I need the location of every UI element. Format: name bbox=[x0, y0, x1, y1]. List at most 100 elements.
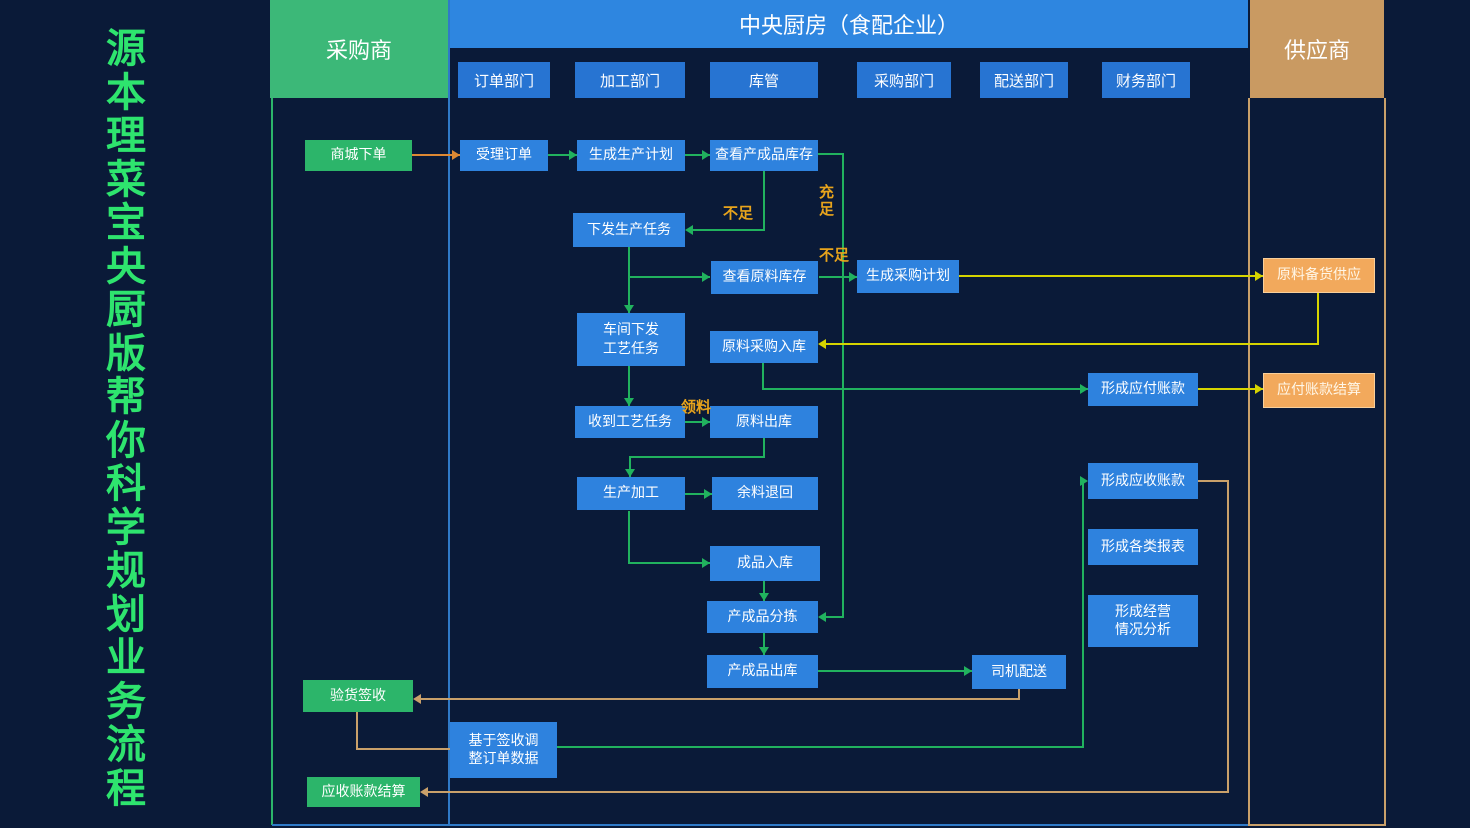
edge-sign-to-adjust bbox=[356, 712, 358, 750]
edge-checkmaterial-to-genpurchase bbox=[819, 276, 857, 278]
node-driver-delivery: 司机配送 bbox=[972, 655, 1066, 689]
edge-plan-to-checkfinished bbox=[685, 154, 710, 156]
edge-checkfinished-to-issuetask bbox=[763, 171, 765, 231]
edge-issuetask-to-workshop-arrow bbox=[624, 305, 634, 313]
node-finished-in: 成品入库 bbox=[710, 546, 820, 581]
edge-sorting-to-finishedout bbox=[763, 633, 765, 655]
edge-label-insufficient-top: 不足 bbox=[723, 204, 754, 222]
edge-finishedout-to-driver bbox=[818, 670, 972, 672]
node-workshop-issue-task: 车间下发 工艺任务 bbox=[577, 313, 685, 366]
central-kitchen-header: 中央厨房（食配企业） bbox=[450, 0, 1248, 48]
node-gen-purchase-plan: 生成采购计划 bbox=[857, 260, 959, 293]
edge-label-sufficient: 充 足 bbox=[819, 183, 835, 219]
node-accept-order: 受理订单 bbox=[460, 140, 548, 171]
dept-finance: 财务部门 bbox=[1102, 62, 1190, 98]
edge-purchasein-to-payable bbox=[762, 363, 764, 390]
node-goods-sign: 验货签收 bbox=[303, 680, 413, 712]
edge-workshop-to-receivetask bbox=[628, 366, 630, 406]
dept-order: 订单部门 bbox=[458, 62, 550, 98]
edge-payable-to-settlement bbox=[1198, 388, 1263, 390]
edge-checkfinished-to-issuetask bbox=[691, 229, 765, 231]
dept-purchasing: 采购部门 bbox=[857, 62, 951, 98]
node-material-stock-supply: 原料备货供应 bbox=[1263, 258, 1375, 293]
edge-driver-to-sign bbox=[421, 698, 1020, 700]
edge-adjust-to-receivable-arrow bbox=[1080, 476, 1088, 486]
edge-materialout-to-production-arrow bbox=[625, 469, 635, 477]
edge-purchasein-to-payable bbox=[762, 388, 1088, 390]
edge-checkfinished-to-sorting bbox=[826, 616, 844, 618]
node-check-material-inventory: 查看原料库存 bbox=[711, 261, 818, 294]
edge-issuetask-to-checkmaterial-arrow bbox=[702, 272, 710, 282]
edge-mall-to-accept bbox=[412, 154, 460, 156]
node-material-purchase-in: 原料采购入库 bbox=[710, 331, 818, 363]
edge-payable-to-settlement-arrow bbox=[1255, 384, 1263, 394]
edge-label-material-pickup: 领料 bbox=[681, 398, 712, 416]
node-issue-production-task: 下发生产任务 bbox=[573, 213, 685, 247]
edge-accept-to-plan bbox=[548, 154, 577, 156]
dept-delivery: 配送部门 bbox=[980, 62, 1068, 98]
edge-receivable-to-recsettlement bbox=[1227, 480, 1229, 793]
edge-supply-to-purchasein bbox=[1317, 291, 1319, 344]
edge-checkfinished-to-sorting bbox=[842, 153, 844, 618]
node-finished-out: 产成品出库 bbox=[707, 655, 818, 688]
node-gen-production-plan: 生成生产计划 bbox=[577, 140, 685, 171]
node-mall-order: 商城下单 bbox=[305, 140, 412, 171]
node-form-payable: 形成应付账款 bbox=[1088, 373, 1198, 406]
edge-label-insufficient-right: 不足 bbox=[819, 246, 850, 264]
edge-finishedin-to-sorting-arrow bbox=[759, 593, 769, 601]
node-form-receivable: 形成应收账款 bbox=[1088, 463, 1198, 499]
edge-issuetask-to-workshop bbox=[628, 247, 630, 313]
edge-finishedout-to-driver-arrow bbox=[964, 666, 972, 676]
vertical-title: 源本理菜宝央厨版帮你科学规划业务流程 bbox=[106, 26, 146, 812]
node-finished-sorting: 产成品分拣 bbox=[707, 601, 818, 633]
edge-receivable-to-recsettlement bbox=[428, 791, 1229, 793]
purchaser-lane-header: 采购商 bbox=[270, 0, 448, 98]
edge-materialout-to-production bbox=[629, 456, 631, 477]
edge-workshop-to-receivetask-arrow bbox=[624, 398, 634, 406]
node-receive-task: 收到工艺任务 bbox=[575, 406, 685, 438]
edge-genpurchase-to-supply bbox=[959, 275, 1263, 277]
supplier-lane-right-border bbox=[1384, 98, 1386, 826]
edge-supply-to-purchasein bbox=[826, 343, 1319, 345]
purchaser-lane-left-border bbox=[271, 98, 273, 825]
edge-adjust-to-receivable bbox=[1082, 480, 1084, 748]
edge-issuetask-to-checkmaterial bbox=[628, 276, 710, 278]
edge-supply-to-purchasein-arrow bbox=[818, 339, 826, 349]
node-check-finished-inventory: 查看产成品库存 bbox=[710, 140, 818, 171]
edge-genpurchase-to-supply-arrow bbox=[1255, 271, 1263, 281]
edge-mall-to-accept-arrow bbox=[452, 150, 460, 160]
dept-processing: 加工部门 bbox=[575, 62, 685, 98]
central-lane-bottom-border bbox=[272, 824, 1249, 826]
edge-checkfinished-to-sorting bbox=[818, 153, 844, 155]
edge-production-to-surplus bbox=[685, 493, 712, 495]
edge-sorting-to-finishedout-arrow bbox=[759, 647, 769, 655]
edge-checkmaterial-to-genpurchase-arrow bbox=[849, 272, 857, 282]
edge-production-to-finishedin-arrow bbox=[702, 558, 710, 568]
dept-warehouse: 库管 bbox=[710, 62, 818, 98]
edge-receivable-to-recsettlement bbox=[1198, 480, 1229, 482]
node-adjust-order-data: 基于签收调 整订单数据 bbox=[450, 722, 557, 778]
edge-adjust-to-receivable bbox=[557, 746, 1083, 748]
edge-purchasein-to-payable-arrow bbox=[1080, 384, 1088, 394]
supplier-lane-bottom-border bbox=[1248, 824, 1386, 826]
edge-finishedin-to-sorting bbox=[763, 581, 765, 601]
edge-sign-to-adjust bbox=[356, 748, 450, 750]
edge-receivetask-to-materialout bbox=[685, 421, 710, 423]
supplier-lane-left-border bbox=[1248, 98, 1250, 826]
edge-materialout-to-production bbox=[763, 438, 765, 458]
edge-production-to-finishedin bbox=[628, 562, 710, 564]
edge-materialout-to-production bbox=[630, 456, 765, 458]
edge-plan-to-checkfinished-arrow bbox=[702, 150, 710, 160]
edge-driver-to-sign-arrow bbox=[413, 694, 421, 704]
node-payable-settlement: 应付账款结算 bbox=[1263, 373, 1375, 408]
edge-receivetask-to-materialout-arrow bbox=[702, 417, 710, 427]
supplier-lane-header: 供应商 bbox=[1250, 0, 1384, 98]
edge-receivable-to-recsettlement-arrow bbox=[420, 787, 428, 797]
node-receivable-settlement: 应收账款结算 bbox=[307, 777, 420, 807]
node-form-analysis: 形成经营 情况分析 bbox=[1088, 595, 1198, 647]
node-production-processing: 生产加工 bbox=[577, 477, 685, 510]
edge-production-to-surplus-arrow bbox=[704, 489, 712, 499]
central-lane-left-border bbox=[448, 0, 450, 826]
edge-driver-to-sign bbox=[1018, 689, 1020, 700]
